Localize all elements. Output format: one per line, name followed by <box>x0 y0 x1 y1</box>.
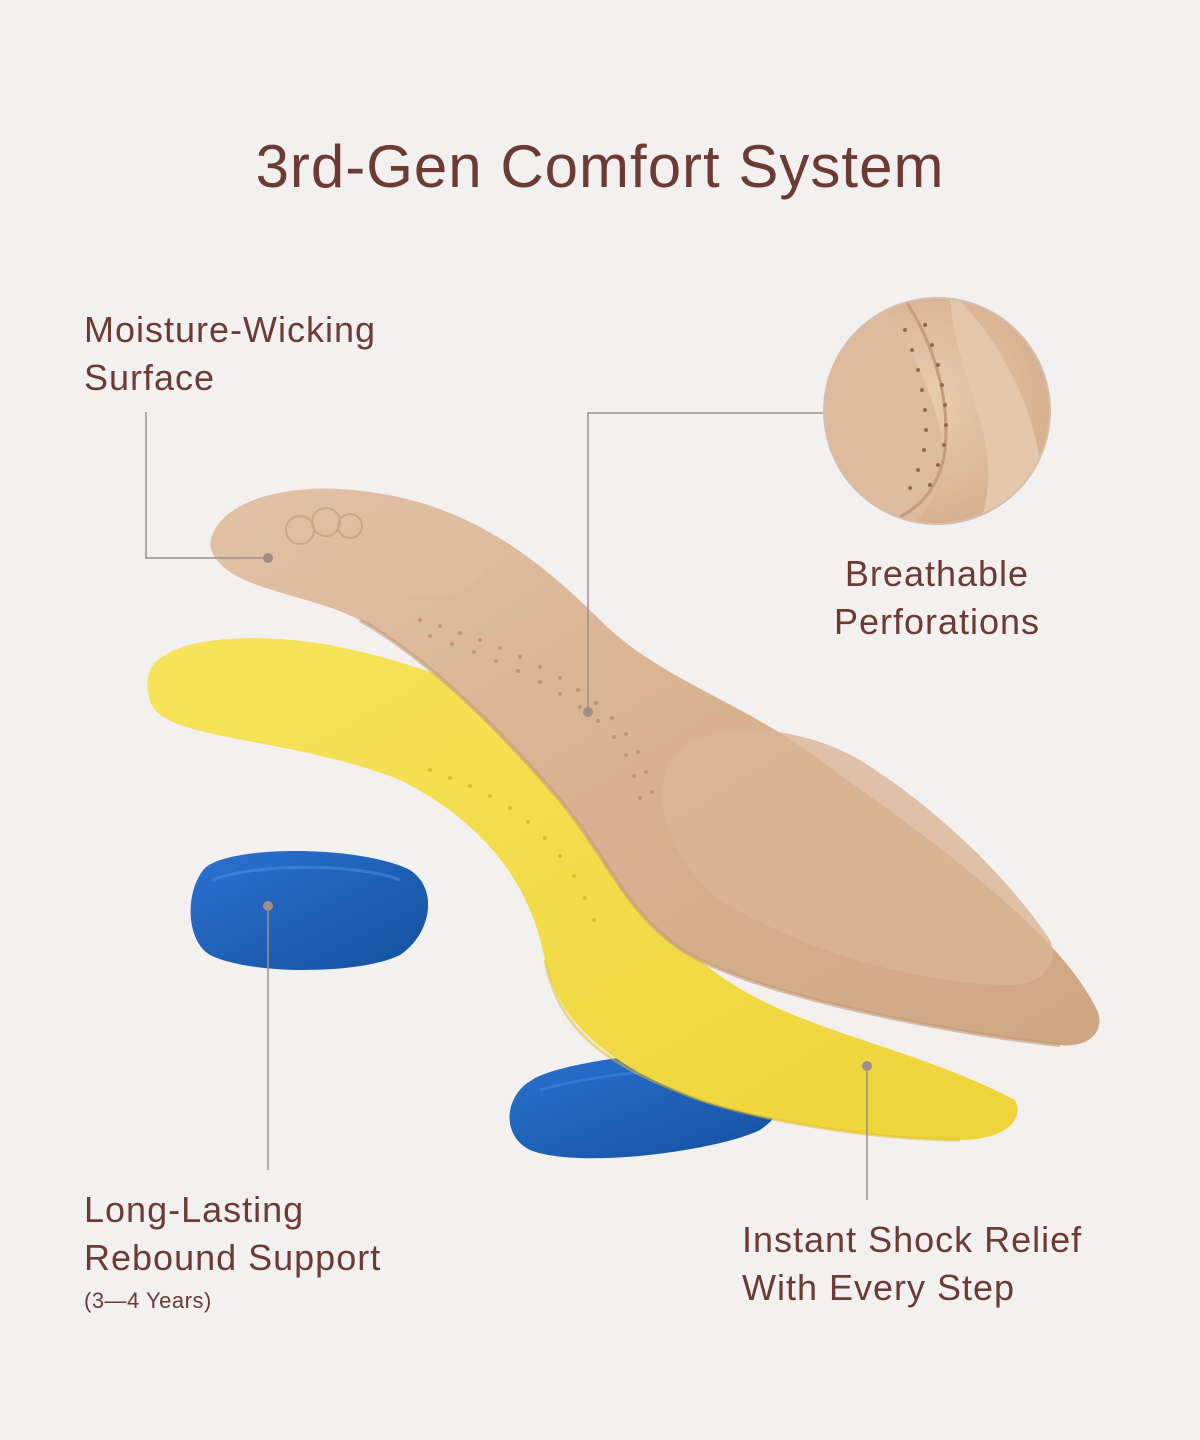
rebound-line-1: Long-Lasting <box>84 1189 305 1230</box>
breathable-leader-line <box>587 412 823 712</box>
breathable-dot <box>583 707 593 717</box>
foam-layer <box>147 638 1018 1142</box>
moisture-dot <box>263 553 273 563</box>
moisture-line-1: Moisture-Wicking <box>84 309 377 350</box>
shock-dot <box>862 1061 872 1071</box>
breathable-perforations-label: Breathable Perforations <box>826 550 1048 646</box>
perforation-detail-circle <box>823 297 1051 525</box>
moisture-line-2: Surface <box>84 357 216 398</box>
moisture-wicking-label: Moisture-Wicking Surface <box>84 306 376 402</box>
shock-relief-label: Instant Shock Relief With Every Step <box>742 1216 1082 1312</box>
shock-line-1: Instant Shock Relief <box>742 1219 1083 1260</box>
breathable-line-1: Breathable <box>844 553 1030 594</box>
rebound-support-label: Long-Lasting Rebound Support (3—4 Years) <box>84 1186 381 1316</box>
breathable-line-2: Perforations <box>833 601 1041 642</box>
rebound-dot <box>263 901 273 911</box>
leader-dots <box>263 553 872 1071</box>
page-title: 3rd-Gen Comfort System <box>255 133 945 200</box>
rebound-pad-front <box>190 850 429 970</box>
rebound-duration-note: (3—4 Years) <box>84 1288 212 1313</box>
leader-lines <box>145 412 868 1200</box>
rebound-line-2: Rebound Support <box>84 1237 382 1278</box>
surface-layer <box>210 488 1100 1047</box>
moisture-leader-line <box>145 412 268 559</box>
shock-line-2: With Every Step <box>742 1267 1016 1308</box>
